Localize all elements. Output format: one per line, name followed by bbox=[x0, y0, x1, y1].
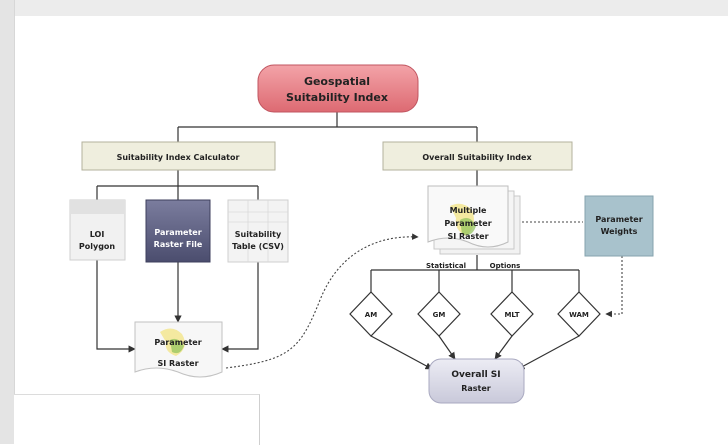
overall-si-line-2: Raster bbox=[461, 384, 491, 393]
method-gm-label: GM bbox=[433, 311, 446, 319]
method-mlt-label: MLT bbox=[504, 311, 519, 319]
loi-line-2: Polygon bbox=[79, 242, 116, 251]
loi-line-1: LOI bbox=[90, 230, 105, 239]
dashed-connectors bbox=[225, 221, 623, 369]
param-raster-line-2: Raster File bbox=[154, 240, 203, 249]
method-diamond-wam: WAM bbox=[557, 291, 601, 337]
parameter-weights-node: Parameter Weights bbox=[584, 195, 654, 257]
title-line-2: Suitability Index bbox=[286, 91, 388, 104]
overall-index-label: Overall Suitability Index bbox=[422, 153, 532, 162]
method-diamond-mlt: MLT bbox=[490, 291, 534, 337]
method-diamond-gm: GM bbox=[417, 291, 461, 337]
window-top-bar bbox=[0, 0, 728, 16]
window-left-edge bbox=[0, 0, 15, 444]
method-wam-label: WAM bbox=[569, 311, 589, 319]
overall-si-line-1: Overall SI bbox=[451, 370, 500, 380]
multi-line-1: Multiple bbox=[450, 206, 487, 215]
title-line-1: Geospatial bbox=[304, 75, 370, 88]
calculator-node: Suitability Index Calculator bbox=[81, 141, 276, 171]
method-diamond-am: AM bbox=[349, 291, 393, 337]
multi-line-2: Parameter bbox=[444, 219, 491, 228]
overall-si-raster-node: Overall SI Raster bbox=[428, 358, 525, 404]
weights-line-1: Parameter bbox=[595, 215, 642, 224]
suit-table-line-1: Suitability bbox=[235, 230, 282, 239]
param-si-line-2: SI Raster bbox=[157, 359, 198, 368]
multi-line-3: SI Raster bbox=[447, 232, 488, 241]
statistical-label: Statistical bbox=[426, 262, 466, 270]
options-label: Options bbox=[490, 262, 521, 270]
bottom-panel bbox=[14, 394, 260, 445]
param-si-line-1: Parameter bbox=[154, 338, 201, 347]
calculator-label: Suitability Index Calculator bbox=[117, 153, 240, 162]
connector-lines bbox=[96, 112, 580, 370]
multiple-si-raster-node: Multiple Parameter SI Raster bbox=[427, 185, 521, 255]
param-raster-line-1: Parameter bbox=[154, 228, 201, 237]
suitability-table-node: Suitability Table (CSV) bbox=[227, 199, 289, 263]
method-am-label: AM bbox=[365, 311, 377, 319]
loi-polygon-node: LOI Polygon bbox=[69, 199, 126, 261]
parameter-raster-node: Parameter Raster File bbox=[145, 199, 211, 263]
parameter-si-raster-node: Parameter SI Raster bbox=[134, 321, 223, 378]
overall-index-node: Overall Suitability Index bbox=[382, 141, 573, 171]
weights-line-2: Weights bbox=[601, 227, 638, 236]
title-node: Geospatial Suitability Index bbox=[257, 64, 419, 113]
suit-table-line-2: Table (CSV) bbox=[232, 242, 284, 251]
